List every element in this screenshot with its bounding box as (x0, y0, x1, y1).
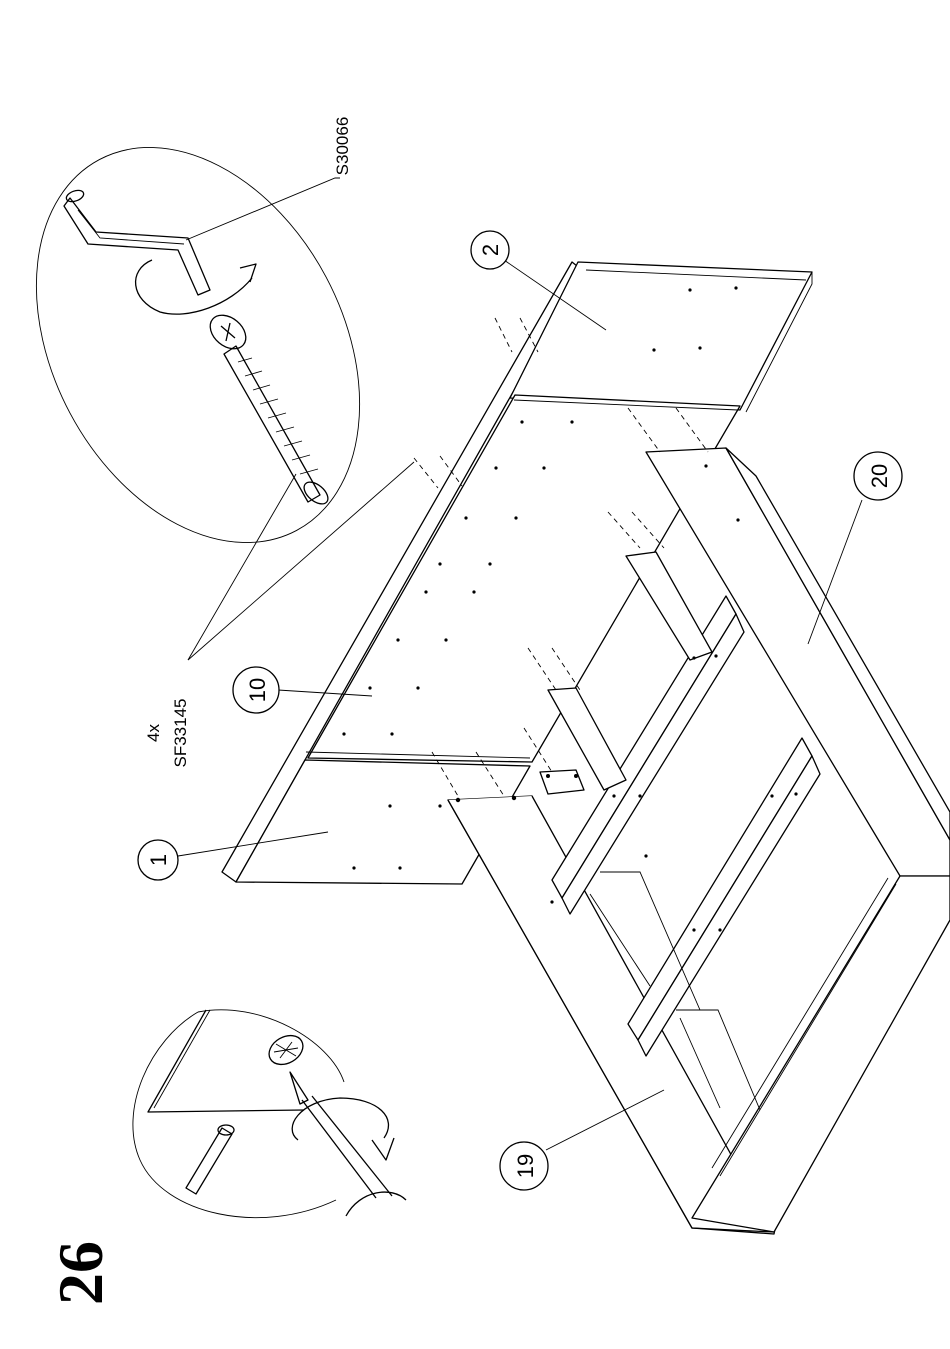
allen-key-icon (64, 188, 210, 295)
shelf-lower (628, 738, 820, 1056)
small-block (540, 770, 584, 794)
screw-detail-callout: S30066 (0, 92, 425, 599)
part-19-label: 19 (513, 1154, 538, 1178)
panel-part-2 (510, 262, 812, 412)
part-10-label: 10 (245, 678, 270, 702)
divider-top (626, 552, 712, 660)
part-2-label: 2 (478, 244, 503, 256)
furniture-assembly (222, 262, 950, 1234)
screwdriver-icon (290, 1072, 406, 1216)
part-1-label: 1 (146, 854, 171, 866)
step-number: 26 (45, 1241, 116, 1305)
cam-lock-detail-callout (133, 1010, 406, 1218)
dowel-icon (186, 1125, 234, 1194)
part-20-label: 20 (867, 464, 892, 488)
screw-code: SF33145 (171, 699, 190, 768)
rotation-arrow-icon (136, 260, 256, 314)
screw-icon (204, 308, 332, 508)
screw-quantity: 4x (144, 724, 163, 742)
rotation-arrow-icon (292, 1098, 394, 1160)
cam-lock-icon (264, 1030, 308, 1071)
key-code-label: S30066 (333, 117, 352, 176)
